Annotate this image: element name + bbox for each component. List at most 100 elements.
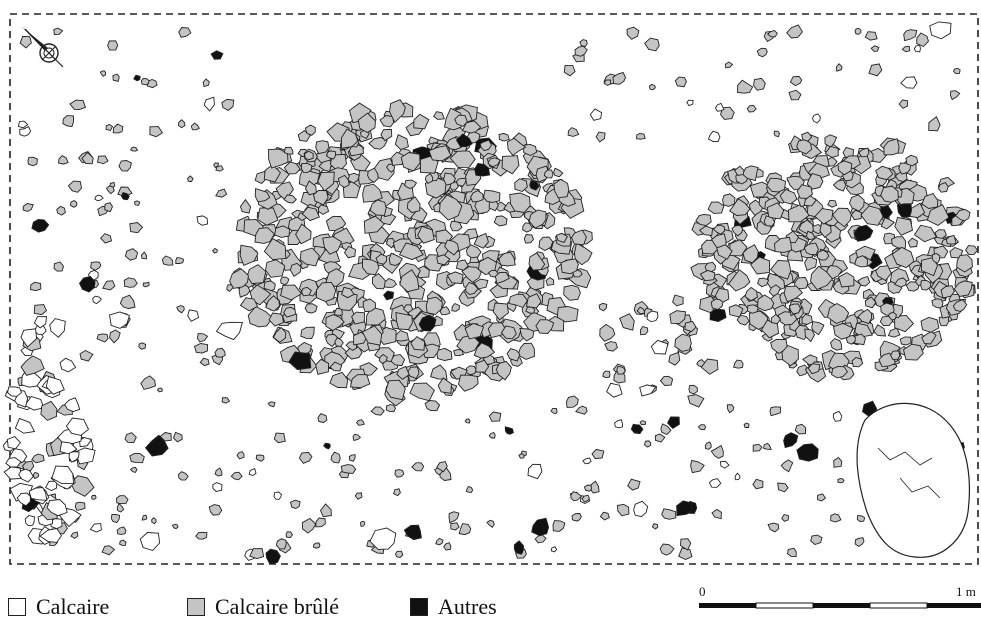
burnt-limestone-stone	[283, 161, 301, 175]
burnt-limestone-stone	[766, 202, 785, 220]
other-stone	[31, 218, 50, 233]
large-slab	[856, 402, 970, 558]
limestone-stone	[108, 311, 130, 329]
burnt-limestone-stone	[802, 354, 818, 366]
burnt-limestone-stone	[575, 405, 588, 415]
burnt-limestone-stone	[221, 98, 235, 111]
burnt-limestone-stone	[920, 316, 940, 333]
limestone-stone	[19, 125, 32, 137]
burnt-limestone-stone	[275, 538, 287, 550]
other-stone	[531, 517, 550, 536]
burnt-limestone-stone	[298, 451, 313, 464]
burnt-limestone-stone	[140, 375, 156, 390]
burnt-limestone-stone	[934, 229, 947, 239]
limestone-stone	[369, 527, 397, 550]
burnt-limestone-stone	[283, 194, 297, 204]
burnt-limestone-stone	[465, 244, 482, 259]
burnt-limestone-stone	[448, 511, 460, 524]
burnt-limestone-stone	[226, 284, 234, 292]
burnt-limestone-stone	[451, 302, 460, 312]
burnt-limestone-stone	[123, 277, 138, 288]
burnt-limestone-stone	[639, 325, 649, 336]
burnt-limestone-stone	[806, 172, 824, 190]
burnt-limestone-stone	[856, 515, 866, 522]
burnt-limestone-stone	[639, 420, 647, 426]
burnt-limestone-stone	[519, 327, 535, 342]
burnt-limestone-stone	[283, 146, 294, 155]
burnt-limestone-stone	[105, 123, 114, 131]
burnt-limestone-stone	[525, 293, 542, 309]
burnt-limestone-stone	[814, 208, 834, 225]
burnt-limestone-stone	[208, 504, 223, 516]
limestone-stone	[16, 492, 31, 507]
burnt-limestone-stone	[470, 190, 484, 203]
burnt-limestone-stone	[425, 296, 443, 315]
burnt-limestone-stone	[905, 281, 920, 292]
burnt-limestone-stone	[341, 286, 355, 299]
burnt-limestone-stone	[726, 404, 735, 414]
burnt-limestone-stone	[724, 61, 734, 69]
burnt-limestone-stone	[769, 259, 792, 280]
burnt-limestone-stone	[509, 192, 531, 213]
other-stone	[133, 74, 141, 82]
burnt-limestone-stone	[340, 128, 359, 149]
burnt-limestone-stone	[142, 281, 150, 288]
burnt-limestone-stone	[369, 199, 387, 216]
burnt-limestone-stone	[555, 232, 569, 243]
burnt-limestone-stone	[890, 350, 901, 360]
burnt-limestone-stone	[325, 314, 345, 332]
burnt-limestone-stone	[285, 531, 293, 539]
burnt-limestone-stone	[312, 189, 329, 206]
burnt-limestone-stone	[230, 471, 243, 481]
burnt-limestone-stone	[330, 451, 341, 464]
burnt-limestone-stone	[435, 537, 444, 546]
burnt-limestone-stone	[461, 266, 482, 283]
burnt-limestone-stone	[272, 326, 287, 343]
burnt-limestone-stone	[747, 304, 759, 314]
burnt-limestone-stone	[171, 523, 179, 530]
burnt-limestone-stone	[835, 63, 843, 72]
burnt-limestone-stone	[783, 285, 804, 303]
burnt-limestone-stone	[124, 248, 139, 261]
burnt-limestone-stone	[70, 531, 79, 540]
burnt-limestone-stone	[304, 124, 316, 136]
burnt-limestone-stone	[864, 296, 877, 309]
burnt-limestone-stone	[500, 325, 517, 340]
burnt-limestone-stone	[483, 189, 501, 203]
burnt-limestone-stone	[407, 366, 420, 380]
burnt-limestone-stone	[172, 431, 183, 443]
burnt-limestone-stone	[362, 298, 377, 313]
burnt-limestone-stone	[357, 112, 376, 134]
burnt-limestone-stone	[931, 298, 944, 309]
burnt-limestone-stone	[149, 126, 164, 138]
north-arrow-icon	[22, 27, 64, 68]
burnt-limestone-stone	[436, 347, 453, 361]
burnt-limestone-stone	[101, 545, 116, 556]
burnt-limestone-stone	[246, 264, 267, 285]
burnt-limestone-stone	[102, 280, 116, 291]
limestone-stone	[212, 482, 223, 492]
burnt-limestone-stone	[770, 313, 782, 325]
burnt-limestone-stone	[151, 517, 157, 525]
burnt-limestone-stone	[161, 255, 174, 266]
limestone-stone	[18, 468, 34, 483]
burnt-limestone-stone	[91, 494, 97, 500]
burnt-limestone-stone	[803, 195, 817, 207]
burnt-limestone-stone	[722, 193, 736, 207]
burnt-limestone-stone	[375, 253, 387, 265]
burnt-limestone-stone	[937, 182, 949, 193]
burnt-limestone-stone	[902, 343, 924, 361]
limestone-stone	[550, 546, 558, 553]
burnt-limestone-stone	[894, 277, 907, 288]
burnt-limestone-stone	[439, 306, 451, 316]
burnt-limestone-stone	[301, 517, 317, 534]
burnt-limestone-stone	[773, 130, 780, 138]
other-stone	[667, 416, 680, 429]
other-stone	[513, 540, 525, 555]
burnt-limestone-stone	[733, 359, 744, 369]
limestone-stone	[46, 499, 68, 517]
burnt-limestone-stone	[901, 45, 911, 53]
burnt-limestone-stone	[661, 508, 677, 520]
limestone-stone	[646, 310, 659, 323]
